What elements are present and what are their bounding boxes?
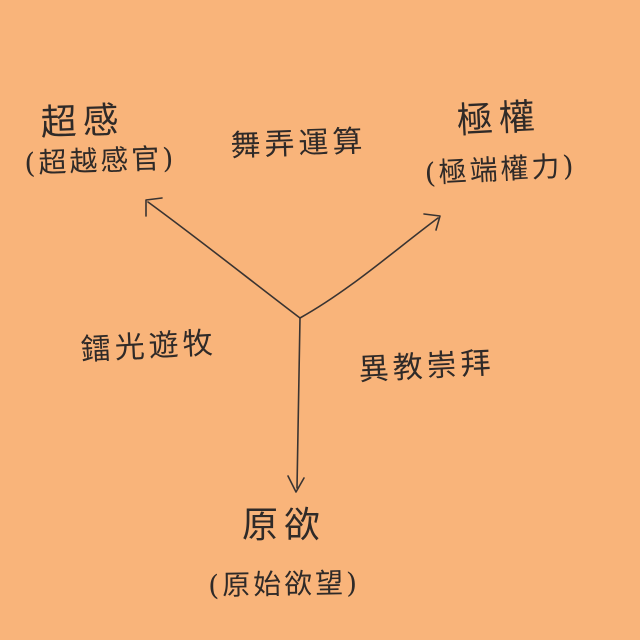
arrow-to-bottom bbox=[296, 317, 301, 489]
arrowhead-top-right bbox=[423, 213, 441, 231]
node-bottom-subtitle: (原始欲望) bbox=[207, 566, 361, 602]
arrow-to-top-right bbox=[299, 217, 439, 319]
node-bottom-title: 原欲 bbox=[242, 505, 327, 546]
arrowhead-top-left bbox=[145, 197, 163, 217]
node-top-right-subtitle: (極端權力) bbox=[423, 149, 578, 190]
node-top-right-title: 極權 bbox=[455, 96, 542, 142]
edge-label-right: 異教崇拜 bbox=[357, 345, 496, 388]
node-top-left-title: 超感 bbox=[39, 100, 126, 144]
arrow-to-top-left bbox=[147, 201, 301, 319]
arrowhead-bottom bbox=[287, 475, 305, 493]
edge-label-upper: 舞弄運算 bbox=[229, 124, 368, 164]
edge-label-left: 鐳光遊牧 bbox=[79, 325, 218, 368]
node-top-left-subtitle: (超越感官) bbox=[23, 141, 177, 180]
